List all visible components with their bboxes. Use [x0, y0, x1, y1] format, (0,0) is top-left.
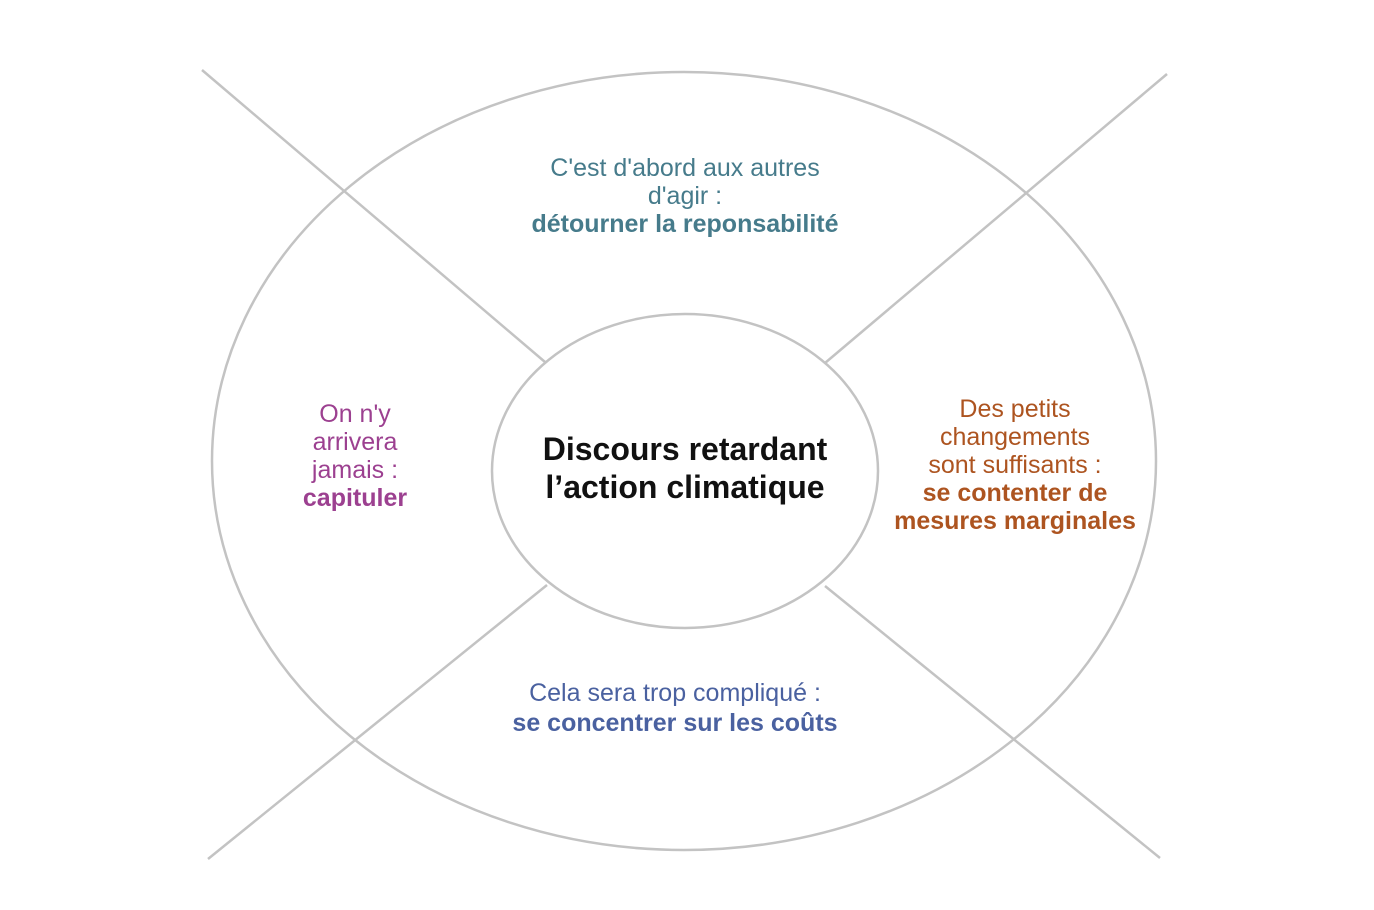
quadrant-top-divert-responsibility: C'est d'abord aux autres d'agir : détour… — [435, 154, 935, 238]
diagram-central-title: Discours retardant l’action climatique — [485, 430, 885, 506]
quadrant-right-line: changements — [939, 423, 1091, 451]
quadrant-bottom-strategy: se concentrer sur les coûts — [512, 709, 838, 737]
quadrant-right-strategy: se contenter de — [922, 479, 1108, 507]
quadrant-top-line: C'est d'abord aux autres — [550, 154, 820, 182]
inner-ellipse — [490, 312, 880, 630]
quadrant-top-strategy: détourner la reponsabilité — [531, 210, 839, 238]
quadrant-right-strategy: mesures marginales — [894, 507, 1136, 535]
outer-ellipse — [210, 70, 1158, 852]
quadrant-left-line: jamais : — [311, 456, 399, 484]
divider-line-top-right — [824, 73, 1168, 364]
quadrant-left-strategy: capituler — [302, 484, 408, 512]
divider-line-bottom-left — [207, 584, 548, 860]
quadrant-right-line: Des petits — [959, 395, 1071, 423]
central-title-line: Discours retardant — [542, 431, 828, 467]
quadrant-top-line: d'agir : — [647, 182, 723, 210]
quadrant-left-line: arrivera — [312, 428, 398, 456]
quadrant-left-capitulate: On n'y arrivera jamais : capituler — [245, 400, 465, 512]
divider-line-bottom-right — [824, 585, 1161, 859]
quadrant-right-marginal-measures: Des petits changements sont suffisants :… — [850, 395, 1180, 535]
quadrant-right-line: sont suffisants : — [928, 451, 1102, 479]
quadrant-bottom-line: Cela sera trop compliqué : — [529, 679, 821, 707]
quadrant-bottom-focus-on-costs: Cela sera trop compliqué : se concentrer… — [425, 678, 925, 738]
divider-line-top-left — [201, 69, 546, 363]
central-title-line: l’action climatique — [545, 469, 825, 505]
quadrant-left-line: On n'y — [319, 400, 391, 428]
